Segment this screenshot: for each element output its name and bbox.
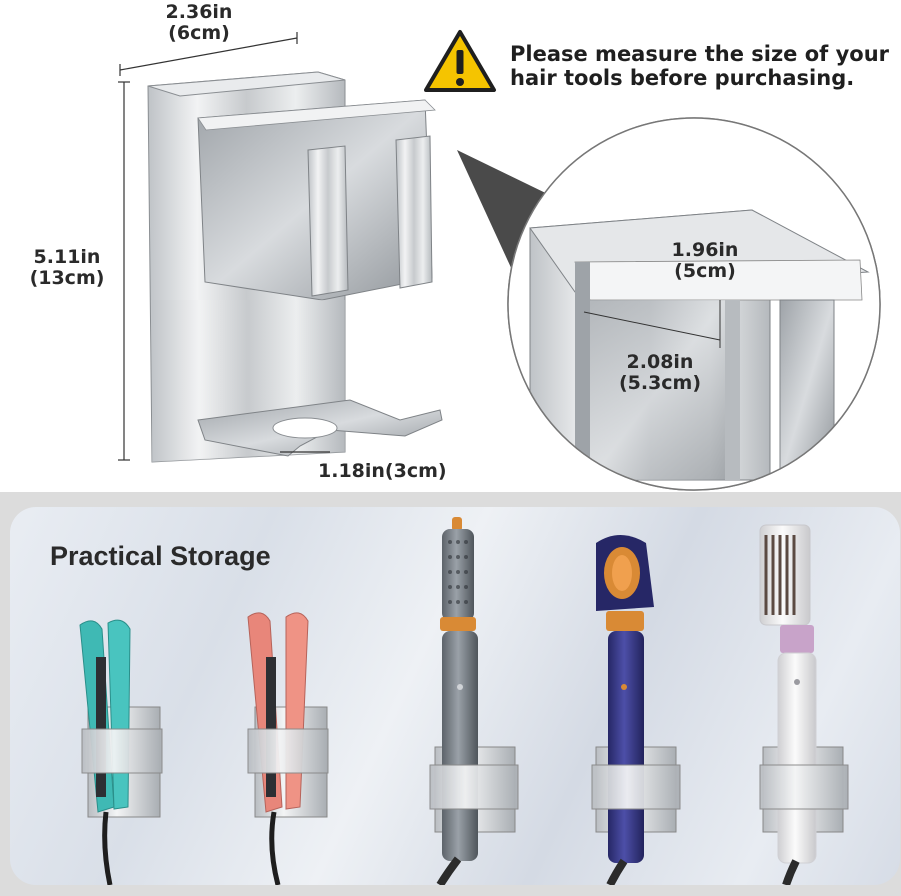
- zoom-depth-label: 2.08in (5.3cm): [610, 352, 710, 394]
- slot-label: 1.18in(3cm): [318, 460, 447, 482]
- warning-line-1: Please measure the size of your: [510, 42, 890, 66]
- product-airwrap-styler: [429, 517, 519, 885]
- height-label-in: 5.11in: [33, 246, 101, 268]
- width-label: 2.36in (6cm): [158, 2, 240, 44]
- warning-text: Please measure the size of your hair too…: [510, 42, 901, 90]
- product-illustrations: [79, 517, 849, 885]
- width-label-cm: (6cm): [168, 22, 230, 44]
- product-hot-brush: [759, 524, 849, 885]
- storage-title: Practical Storage: [50, 541, 271, 571]
- storage-panel: Practical Storage: [10, 507, 900, 885]
- warning-triangle-icon: [424, 30, 496, 92]
- height-dimension-line: [118, 81, 130, 461]
- height-label: 5.11in (13cm): [26, 247, 108, 289]
- zoom-width-in: 1.96in: [671, 239, 739, 261]
- storage-section: Practical Storage: [0, 492, 901, 896]
- zoom-width-label: 1.96in (5cm): [664, 240, 746, 282]
- product-flat-iron-coral: [247, 612, 329, 885]
- width-label-in: 2.36in: [165, 1, 233, 23]
- height-label-cm: (13cm): [29, 267, 105, 289]
- zoom-depth-in: 2.08in: [626, 351, 694, 373]
- zoom-depth-cm: (5.3cm): [618, 372, 702, 394]
- product-flat-iron-teal: [79, 619, 163, 885]
- product-hair-dryer: [591, 535, 681, 885]
- holder-diagram: [118, 30, 881, 491]
- warning-line-2: hair tools before purchasing.: [510, 66, 855, 90]
- width-dimension-line: [119, 32, 298, 76]
- zoom-width-cm: (5cm): [674, 260, 736, 282]
